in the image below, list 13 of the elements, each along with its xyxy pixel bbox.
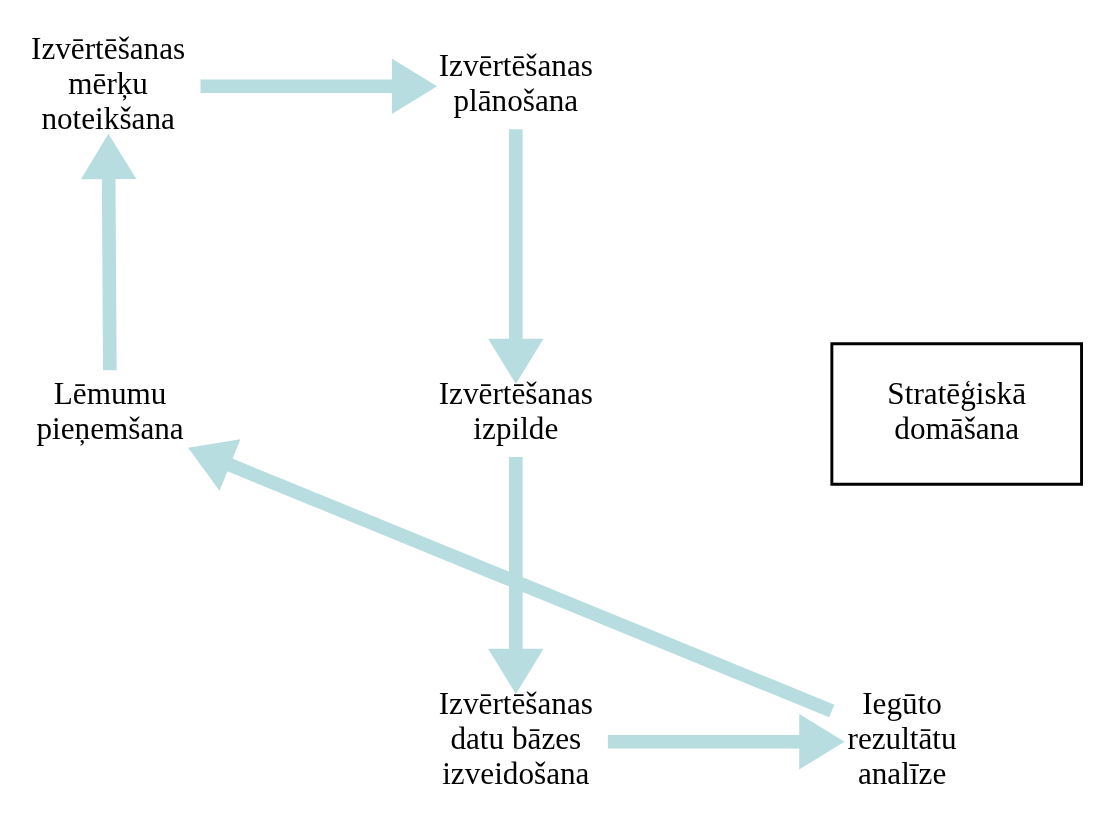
arrow [607,713,845,769]
node-text: Iegūto rezultātu analīze [847,685,957,791]
node-text: Lēmumu pieņemšana [36,375,184,446]
node-box: Stratēģiskā domāšana [830,341,1083,486]
node-text: Izvērtēšanas plānošana [438,47,593,118]
arrow [488,128,544,384]
arrow [188,438,835,717]
arrow [488,456,544,694]
node-text: Izvērtēšanas mērķu noteikšana [31,30,186,136]
arrow [200,58,438,114]
node-text: Izvērtēšanas izpilde [438,375,593,446]
node-text: Izvērtēšanas datu bāzes izveidošana [438,685,593,791]
arrow [80,133,137,370]
